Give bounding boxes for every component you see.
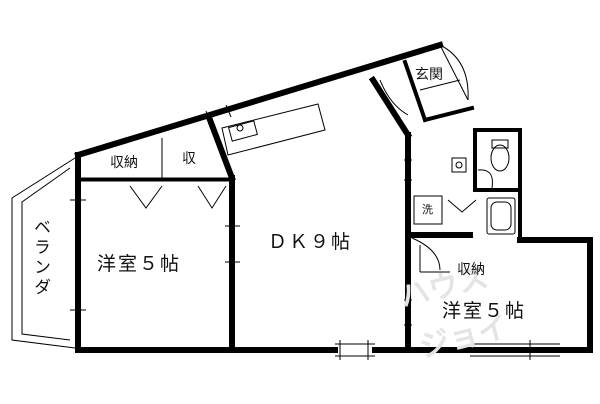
veranda-outline — [11, 157, 76, 349]
veranda-inner — [21, 167, 71, 341]
entrance-diagonal — [368, 75, 413, 140]
veranda-label: ベランダ — [30, 218, 50, 298]
wc-door-arc — [477, 169, 493, 189]
laundry-area — [413, 195, 443, 225]
western-room-right-label: 洋室５帖 — [442, 300, 527, 322]
entrance-inner — [402, 59, 428, 123]
kitchen-counter — [221, 103, 326, 156]
entrance-door-arc — [439, 44, 469, 101]
washbasin — [451, 157, 467, 173]
right-door-arc — [411, 237, 441, 271]
washer-label: 洗 — [422, 203, 433, 216]
bath-tub — [486, 197, 516, 235]
sink-drain — [236, 124, 244, 132]
toilet-tank — [491, 139, 509, 149]
entrance-inner-arc — [379, 79, 409, 116]
bath-door-mark — [447, 199, 477, 213]
storage-diagonal — [206, 116, 236, 182]
kitchen-sink — [228, 120, 258, 142]
storage-door-left — [129, 185, 163, 209]
toilet-bowl — [490, 144, 510, 172]
entrance-label: 玄関 — [415, 67, 443, 83]
storage-left-label: 収納 — [110, 155, 138, 171]
dining-kitchen-label: ＤＫ９帖 — [268, 231, 353, 253]
storage-small-label: 収 — [182, 151, 196, 167]
thin-lines — [11, 44, 560, 360]
storage-right-label: 収納 — [457, 262, 485, 278]
top-wall — [74, 41, 444, 159]
storage-door-right — [197, 185, 227, 209]
western-room-left-label: 洋室５帖 — [97, 253, 182, 275]
entrance-bottom — [422, 105, 475, 123]
